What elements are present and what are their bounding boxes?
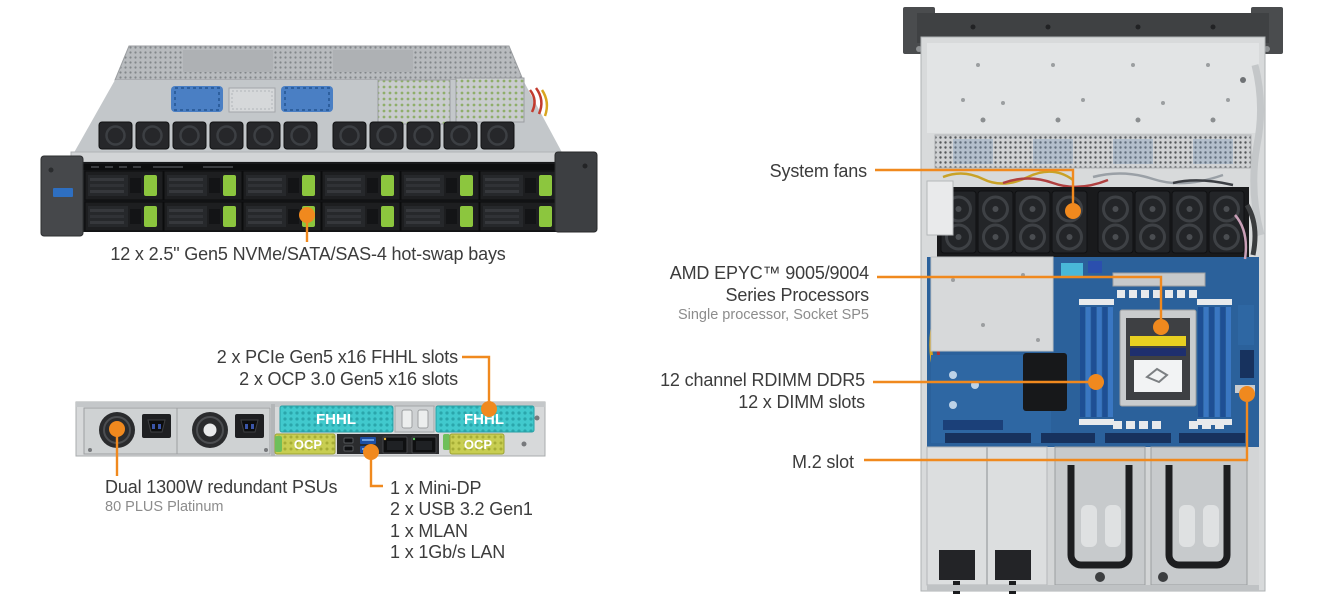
memory-label-line2: 12 x DIMM slots (738, 392, 865, 412)
cpu-caution-sticker (1130, 336, 1186, 346)
pcie-slots-label: 2 x PCIe Gen5 x16 FHHL slots (216, 347, 458, 367)
front-cover-panel (927, 43, 1259, 133)
mini-dp-port (343, 437, 354, 444)
psu-cages (377, 77, 549, 125)
rear-io-label-block: 1 x Mini-DP 2 x USB 3.2 Gen1 1 x MLAN 1 … (390, 478, 533, 563)
fhhl-slot-2-label: FHHL (464, 411, 504, 428)
system-fans-label: System fans (769, 161, 868, 181)
cpu-label-line2: Series Processors (725, 285, 870, 305)
chassis-rear-wall (114, 45, 524, 81)
cpu-socket (1119, 309, 1197, 407)
m2-label: M.2 slot (792, 452, 854, 472)
ocp-slot-1: OCP (274, 433, 336, 455)
vent-strip (934, 134, 1252, 169)
expansion-slots-label: 2 x PCIe Gen5 x16 FHHL slots 2 x OCP 3.0… (200, 346, 458, 390)
air-shroud (930, 256, 1054, 352)
io-port-label: 1 x Mini-DP (390, 478, 482, 498)
memory-label-line1: 12 channel RDIMM DDR5 (660, 370, 865, 390)
riser-cage-1 (1054, 446, 1146, 586)
power-board (931, 353, 1067, 443)
psu-sublabel: 80 PLUS Platinum (105, 499, 224, 515)
io-port-label: 1 x 1Gb/s LAN (390, 541, 506, 562)
fhhl-slot-1-label: FHHL (316, 411, 356, 428)
chipset-heatsink (1023, 353, 1067, 411)
front-view-illustration (40, 45, 598, 237)
heatsink (228, 87, 276, 113)
ocp-slot-2-label: OCP (464, 437, 493, 452)
board-edge-connectors (945, 433, 1245, 443)
motherboard (927, 256, 1259, 447)
fhhl-slot-2: FHHL (435, 405, 535, 433)
rack-ear-left (40, 155, 84, 237)
psu-bays (926, 446, 1048, 594)
io-port-label: 1 x MLAN (390, 520, 468, 541)
psu-label-block: Dual 1300W redundant PSUs 80 PLUS Platin… (105, 476, 338, 517)
io-port-label: 2 x USB 3.2 Gen1 (390, 499, 533, 520)
top-view-illustration (903, 7, 1283, 594)
fhhl-slot-1: FHHL (279, 405, 394, 433)
callout-fhhl-line (462, 355, 491, 401)
rear-io-panel (337, 434, 439, 454)
system-fans (926, 180, 1249, 257)
psu-2 (176, 407, 271, 455)
ocp-slot-1-label: OCP (294, 437, 323, 452)
drive-bay-face (61, 162, 575, 232)
riser-latch (394, 405, 435, 433)
bottom-section (926, 446, 1259, 594)
psu-label: Dual 1300W redundant PSUs (105, 477, 338, 497)
ocp-slots-label: 2 x OCP 3.0 Gen5 x16 slots (239, 369, 458, 389)
memory-label-block: 12 channel RDIMM DDR5 12 x DIMM slots (615, 369, 865, 413)
rear-view-illustration: FHHL FHHL OCP (75, 401, 546, 457)
fan-power-box (926, 180, 954, 236)
cpu-sublabel: Single processor, Socket SP5 (677, 307, 869, 323)
front-bays-caption: 12 x 2.5" Gen5 NVMe/SATA/SAS-4 hot-swap … (110, 244, 506, 264)
side-cable-bundles (1234, 64, 1265, 260)
internal-fans (97, 120, 516, 151)
cpu-label-block: AMD EPYC™ 9005/9004 Series Processors Si… (619, 262, 869, 325)
riser-cage-2 (1150, 446, 1248, 586)
ocp-slot-2: OCP (443, 433, 505, 455)
rack-ear-right (554, 151, 598, 233)
psu-1 (83, 407, 178, 455)
front-usb-port (53, 188, 73, 197)
cable-looms (171, 86, 333, 112)
cpu-label-line1: AMD EPYC™ 9005/9004 (669, 263, 869, 283)
